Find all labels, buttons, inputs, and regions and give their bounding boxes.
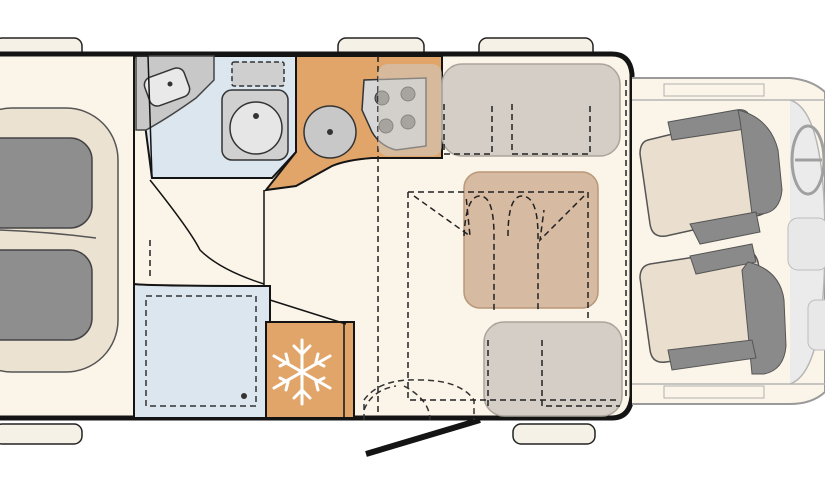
toilet-icon — [221, 61, 289, 161]
fridge — [265, 321, 355, 419]
snowflake-icon — [272, 338, 332, 406]
shower-drain — [241, 393, 247, 399]
dinette-bench-top — [441, 63, 621, 157]
window-bottom-right — [512, 423, 596, 445]
dinette — [378, 63, 623, 417]
dinette-table — [463, 171, 599, 309]
dinette-cushion-outlines — [407, 104, 620, 407]
door-swing — [363, 379, 475, 421]
dinette-bench-bottom — [483, 321, 623, 417]
cab — [632, 77, 825, 405]
steering-wheel-icon — [790, 124, 825, 196]
sink-icon — [143, 67, 191, 107]
shower — [133, 282, 271, 419]
bed-cushion-bottom — [0, 249, 93, 341]
passenger-seat — [639, 243, 787, 375]
kitchen-seat-overlap — [378, 64, 442, 156]
shower-tray — [133, 282, 271, 419]
interior-walls — [149, 179, 347, 325]
rear-bed-area — [0, 54, 135, 418]
bed-cushion-top — [0, 137, 93, 229]
bottom-windows — [0, 423, 596, 445]
driver-seat — [639, 109, 783, 245]
washroom — [134, 55, 297, 179]
window-bottom-left — [0, 423, 83, 445]
entrance-door — [365, 417, 481, 457]
round-sink-icon — [303, 105, 357, 159]
